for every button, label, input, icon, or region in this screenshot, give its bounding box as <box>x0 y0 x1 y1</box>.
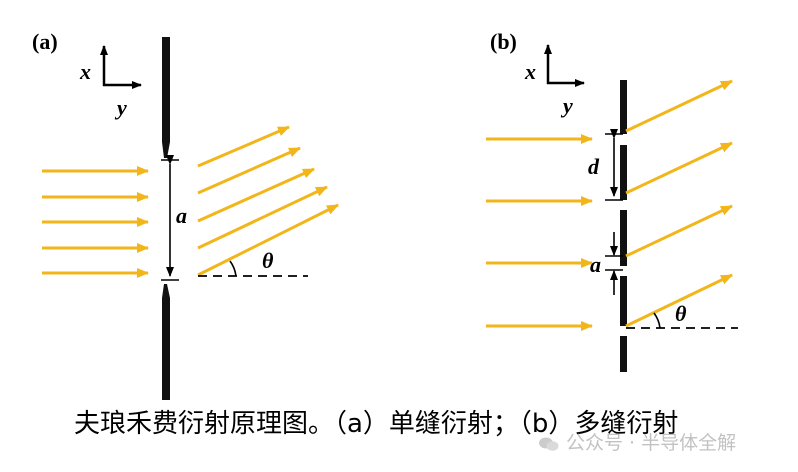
panel-b-angle-arc <box>653 312 661 329</box>
panel-b-period-label: d <box>588 154 600 179</box>
figure-caption: 夫琅禾费衍射原理图。（a）单缝衍射；（b）多缝衍射 <box>74 409 679 439</box>
panel-b-axis-y-label: y <box>560 93 573 118</box>
panel-a-incident-rays <box>42 166 149 278</box>
wechat-icon <box>539 437 559 451</box>
panel-b-grating <box>620 80 627 372</box>
panel-b-tag: (b) <box>490 29 517 54</box>
panel-a-axis-icon: x y <box>79 45 142 120</box>
panel-a-screen <box>162 37 170 400</box>
panel-b-incident-rays <box>486 134 593 331</box>
panel-a-diffracted-rays <box>197 125 339 277</box>
panel-b-slit-width-label: a <box>590 252 601 277</box>
panel-a-axis-y-label: y <box>114 95 127 120</box>
panel-a-slit-width-label: a <box>176 203 187 228</box>
panel-a-axis-x-label: x <box>79 59 91 84</box>
panel-a-tag: (a) <box>32 29 58 54</box>
panel-a-slit-width-marker <box>161 155 179 281</box>
panel-b-diffracted-rays <box>625 79 733 328</box>
panel-a-angle-label: θ <box>262 248 274 273</box>
panel-b-period-marker <box>605 129 623 201</box>
panel-b-slit-width-marker <box>605 232 623 295</box>
panel-a: (a) x y <box>32 29 339 400</box>
panel-b-axis-icon: x y <box>524 44 585 118</box>
panel-a-angle-arc <box>229 260 237 277</box>
panel-b-angle-label: θ <box>675 301 687 326</box>
panel-b-axis-x-label: x <box>524 59 536 84</box>
watermark-text: 公众号 · 半导体全解 <box>566 432 737 454</box>
panel-b: (b) x y <box>486 29 738 372</box>
watermark: 公众号 · 半导体全解 <box>538 428 736 458</box>
